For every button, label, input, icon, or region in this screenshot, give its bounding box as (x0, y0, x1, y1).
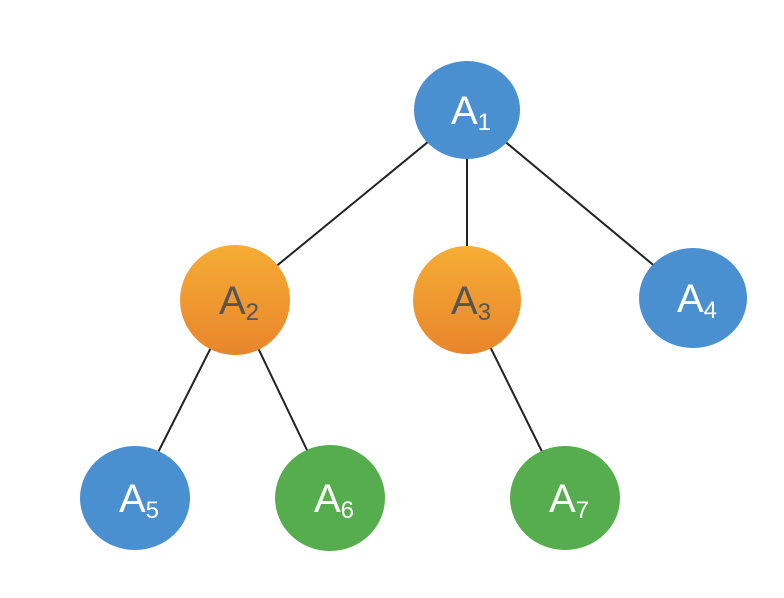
node-label: A6 (314, 477, 354, 524)
node-label: A5 (119, 477, 159, 524)
node-A6: A6 (275, 445, 385, 551)
node-label: A2 (219, 279, 259, 326)
node-label: A3 (451, 279, 491, 326)
node-A1: A1 (414, 61, 520, 159)
node-A7: A7 (510, 446, 620, 550)
node-label: A1 (451, 89, 491, 136)
node-circle (80, 446, 190, 550)
node-circle (275, 445, 385, 551)
node-circle (414, 61, 520, 159)
node-circle (413, 246, 521, 354)
node-A5: A5 (80, 446, 190, 550)
node-circle (639, 248, 747, 348)
node-circle (180, 245, 290, 355)
node-circle (510, 446, 620, 550)
node-A2: A2 (180, 245, 290, 355)
node-label: A4 (677, 277, 717, 324)
node-label: A7 (549, 477, 589, 524)
node-A3: A3 (413, 246, 521, 354)
node-A4: A4 (639, 248, 747, 348)
